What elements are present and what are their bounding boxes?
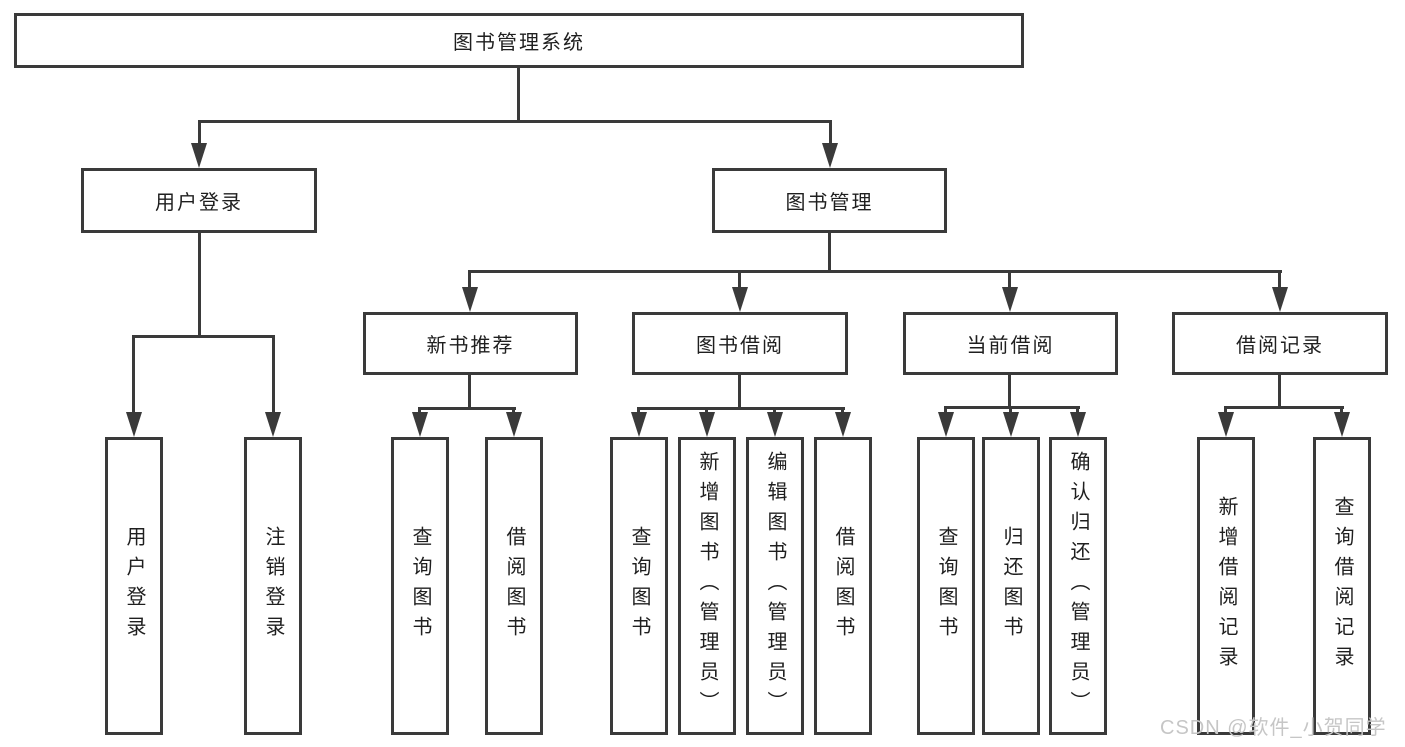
- connector-line: [132, 335, 135, 415]
- connector-line: [468, 375, 471, 407]
- arrow-down-icon: [1003, 412, 1019, 437]
- connector-line: [738, 375, 741, 407]
- connector-line: [637, 407, 845, 410]
- connector-line: [1278, 375, 1281, 406]
- arrow-down-icon: [732, 287, 748, 312]
- leaf-add-borrow-record-label: 新增借阅记录: [1215, 496, 1237, 676]
- node-borrow-records: 借阅记录: [1172, 312, 1388, 375]
- leaf-add-borrow-record: 新增借阅记录: [1197, 437, 1255, 735]
- arrow-down-icon: [126, 412, 142, 437]
- leaf-borrow-books-borrowing-label: 借阅图书: [832, 526, 854, 646]
- node-new-book-recommend: 新书推荐: [363, 312, 578, 375]
- node-book-management-label: 图书管理: [785, 192, 874, 214]
- connector-line: [828, 233, 831, 270]
- connector-line: [1278, 270, 1281, 290]
- leaf-query-books-borrowing: 查询图书: [610, 437, 668, 735]
- connector-line: [1008, 270, 1011, 290]
- connector-line: [198, 120, 832, 123]
- arrow-down-icon: [835, 412, 851, 437]
- node-book-borrowing: 图书借阅: [632, 312, 848, 375]
- node-book-management: 图书管理: [712, 168, 947, 233]
- connector-line: [637, 407, 640, 415]
- leaf-query-books-recommend: 查询图书: [391, 437, 449, 735]
- connector-line: [1224, 406, 1227, 415]
- node-new-book-recommend-label: 新书推荐: [426, 335, 515, 357]
- connector-line: [1076, 406, 1079, 415]
- arrow-down-icon: [699, 412, 715, 437]
- connector-line: [198, 233, 201, 335]
- connector-line: [944, 406, 1080, 409]
- node-root: 图书管理系统: [14, 13, 1024, 68]
- connector-line: [944, 406, 947, 415]
- leaf-add-book-admin: 新增图书（管理员）: [678, 437, 736, 735]
- connector-line: [468, 270, 471, 290]
- node-current-borrowing-label: 当前借阅: [966, 335, 1055, 357]
- connector-line: [512, 407, 515, 415]
- leaf-confirm-return-admin: 确认归还（管理员）: [1049, 437, 1107, 735]
- arrow-down-icon: [462, 287, 478, 312]
- leaf-query-books-borrowing-label: 查询图书: [628, 526, 650, 646]
- leaf-return-book-label: 归还图书: [1000, 526, 1022, 646]
- node-book-borrowing-label: 图书借阅: [696, 335, 784, 357]
- leaf-edit-book-admin: 编辑图书（管理员）: [746, 437, 804, 735]
- connector-line: [1224, 406, 1344, 409]
- connector-line: [1008, 375, 1011, 406]
- node-borrow-records-label: 借阅记录: [1236, 335, 1324, 357]
- connector-line: [773, 407, 776, 415]
- connector-line: [738, 270, 741, 290]
- leaf-user-login-label: 用户登录: [123, 526, 145, 646]
- connector-line: [198, 120, 201, 145]
- leaf-edit-book-admin-label: 编辑图书（管理员）: [764, 451, 786, 721]
- arrow-down-icon: [412, 412, 428, 437]
- connector-line: [1009, 406, 1012, 415]
- leaf-query-books-current-label: 查询图书: [935, 526, 957, 646]
- connector-line: [829, 120, 832, 145]
- arrow-down-icon: [265, 412, 281, 437]
- connector-line: [132, 335, 275, 338]
- leaf-borrow-books-borrowing: 借阅图书: [814, 437, 872, 735]
- arrow-down-icon: [938, 412, 954, 437]
- node-root-label: 图书管理系统: [453, 32, 585, 54]
- arrow-down-icon: [631, 412, 647, 437]
- arrow-down-icon: [1070, 412, 1086, 437]
- csdn-watermark: CSDN @软件_小贺同学: [1160, 717, 1387, 739]
- connector-line: [272, 335, 275, 415]
- node-current-borrowing: 当前借阅: [903, 312, 1118, 375]
- connector-line: [468, 270, 1282, 273]
- connector-line: [418, 407, 516, 410]
- arrow-down-icon: [1334, 412, 1350, 437]
- connector-line: [705, 407, 708, 415]
- leaf-borrow-books-recommend-label: 借阅图书: [503, 526, 525, 646]
- arrow-down-icon: [191, 143, 207, 168]
- arrow-down-icon: [1272, 287, 1288, 312]
- connector-line: [841, 407, 844, 415]
- node-user-login: 用户登录: [81, 168, 317, 233]
- leaf-query-books-recommend-label: 查询图书: [409, 526, 431, 646]
- leaf-confirm-return-admin-label: 确认归还（管理员）: [1067, 451, 1089, 721]
- connector-line: [1340, 406, 1343, 415]
- arrow-down-icon: [506, 412, 522, 437]
- arrow-down-icon: [1218, 412, 1234, 437]
- leaf-user-login: 用户登录: [105, 437, 163, 735]
- leaf-query-borrow-record-label: 查询借阅记录: [1331, 496, 1353, 676]
- leaf-return-book: 归还图书: [982, 437, 1040, 735]
- leaf-logout: 注销登录: [244, 437, 302, 735]
- leaf-logout-label: 注销登录: [262, 526, 284, 646]
- leaf-query-borrow-record: 查询借阅记录: [1313, 437, 1371, 735]
- arrow-down-icon: [1002, 287, 1018, 312]
- arrow-down-icon: [822, 143, 838, 168]
- arrow-down-icon: [767, 412, 783, 437]
- leaf-query-books-current: 查询图书: [917, 437, 975, 735]
- connector-line: [418, 407, 421, 415]
- connector-line: [517, 68, 520, 120]
- leaf-borrow-books-recommend: 借阅图书: [485, 437, 543, 735]
- node-user-login-label: 用户登录: [155, 192, 243, 214]
- leaf-add-book-admin-label: 新增图书（管理员）: [696, 451, 718, 721]
